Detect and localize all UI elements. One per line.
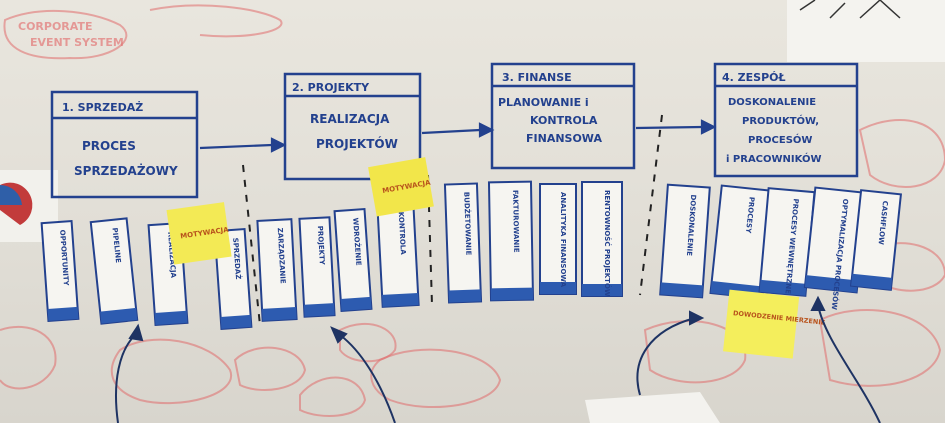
process-card: ZARZĄDZANIE <box>256 218 298 322</box>
stage-2-line-1: REALIZACJA <box>310 112 390 126</box>
card-label: SPRZEDAŻ <box>231 237 243 279</box>
card-label: PIPELINE <box>110 227 122 263</box>
paper-sheet-bottom <box>585 392 720 423</box>
stage-3-header: 3. FINANSE <box>502 71 572 84</box>
stage-3-line-2: KONTROLA <box>530 114 598 127</box>
stage-1-line-1: PROCES <box>82 139 136 153</box>
process-card: PROJEKTY <box>298 216 336 318</box>
card-label: WDROŻENIE <box>351 217 363 266</box>
sticky-note-1: MOTYWACJA <box>166 202 232 265</box>
process-card: PROCESY WEWNĘTRZNE <box>758 187 816 297</box>
stage-1-header: 1. SPRZEDAŻ <box>62 100 143 114</box>
process-card: RENTOWNOŚĆ PROJEKTÓW <box>581 181 623 297</box>
top-left-red-text-1: CORPORATE <box>18 20 92 33</box>
stage-4-line-1: DOSKONALENIE <box>728 97 816 108</box>
stage-4-line-2: PRODUKTÓW, <box>742 114 819 127</box>
stage-2-line-2: PROJEKTÓW <box>316 136 398 151</box>
stage-2-header: 2. PROJEKTY <box>292 81 370 94</box>
sticky-note-3: DOWODZENIE MIERZENIE <box>723 289 826 359</box>
top-left-red-text-2: EVENT SYSTEM <box>30 36 124 49</box>
process-card: OPTYMALIZACJA PROCESÓW <box>803 186 869 311</box>
card-label: RENTOWNOŚĆ PROJEKTÓW <box>603 190 612 297</box>
process-card: WDROŻENIE <box>333 208 373 312</box>
stage-4-box: 4. ZESPÓŁ DOSKONALENIE PRODUKTÓW, PROCES… <box>713 62 859 178</box>
process-card: KONTROLA <box>376 202 420 308</box>
card-label: KONTROLA <box>397 212 407 256</box>
stage-3-box: 3. FINANSE PLANOWANIE i KONTROLA FINANSO… <box>490 62 636 170</box>
paper-sheet-top-right <box>787 0 945 62</box>
process-card: DOSKONALENIE <box>659 183 711 299</box>
process-card: CASHFLOW <box>849 189 903 291</box>
card-label: PROJEKTY <box>316 226 326 266</box>
stage-2-box: 2. PROJEKTY REALIZACJA PROJEKTÓW <box>283 72 422 181</box>
card-label: OPPORTUNITY <box>58 229 70 286</box>
process-card: BUDŻETOWANIE <box>443 182 483 304</box>
process-card: OPPORTUNITY <box>40 220 80 322</box>
sticky-note-2: MOTYWACJA <box>368 157 434 217</box>
stage-3-line-3: FINANSOWA <box>526 132 602 145</box>
card-label: PROCESY <box>744 196 756 234</box>
stage-4-line-3: PROCESÓW <box>748 133 812 146</box>
stage-1-line-2: SPRZEDAŻOWY <box>74 163 178 178</box>
card-label: ANALITYKA FINANSOWA <box>559 192 567 288</box>
card-label: BUDŻETOWANIE <box>462 192 473 256</box>
stage-4-line-4: i PRACOWNIKÓW <box>726 152 821 165</box>
process-card: ANALITYKA FINANSOWA <box>539 183 577 295</box>
bottom-arrows <box>115 295 881 423</box>
stage-1-box: 1. SPRZEDAŻ PROCES SPRZEDAŻOWY <box>50 90 199 199</box>
stage-4-header: 4. ZESPÓŁ <box>722 71 786 84</box>
flow-arrows <box>199 119 717 153</box>
process-card: FAKTUROWANIE <box>487 180 535 302</box>
process-card: PIPELINE <box>89 217 139 325</box>
card-label: FAKTUROWANIE <box>511 190 520 253</box>
stage-3-line-1: PLANOWANIE i <box>498 96 589 109</box>
card-label: REALIZACJA <box>166 231 177 278</box>
card-label: ZARZĄDZANIE <box>276 228 287 284</box>
